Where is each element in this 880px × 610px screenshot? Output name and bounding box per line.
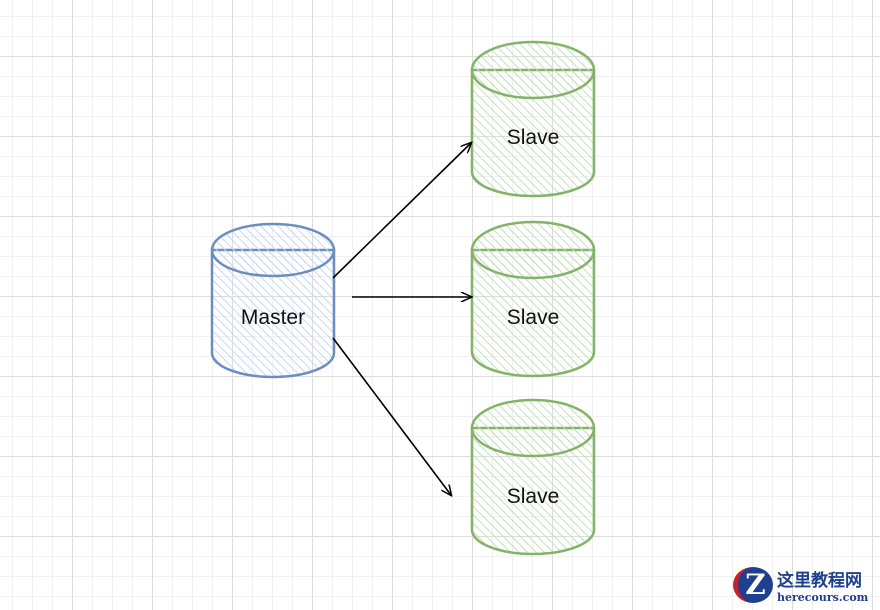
slave-label-3: Slave xyxy=(506,485,560,508)
arrow-master-to-slave-1[interactable] xyxy=(332,143,471,279)
slave-cylinder-2[interactable] xyxy=(470,220,596,378)
slave-label-2: Slave xyxy=(506,306,560,329)
watermark-url: herecours.com xyxy=(777,591,869,604)
master-label: Master xyxy=(240,306,306,329)
watermark-title: 这里教程网 xyxy=(777,571,862,591)
watermark-logo-icon: Z xyxy=(733,567,773,603)
slave-cylinder-1[interactable] xyxy=(470,40,596,198)
slave-cylinder-3[interactable] xyxy=(470,398,596,556)
master-cylinder[interactable] xyxy=(210,222,336,379)
slave-label-1: Slave xyxy=(506,126,560,149)
watermark: Z 这里教程网 herecours.com xyxy=(733,566,868,604)
arrow-master-to-slave-3[interactable] xyxy=(332,337,451,495)
